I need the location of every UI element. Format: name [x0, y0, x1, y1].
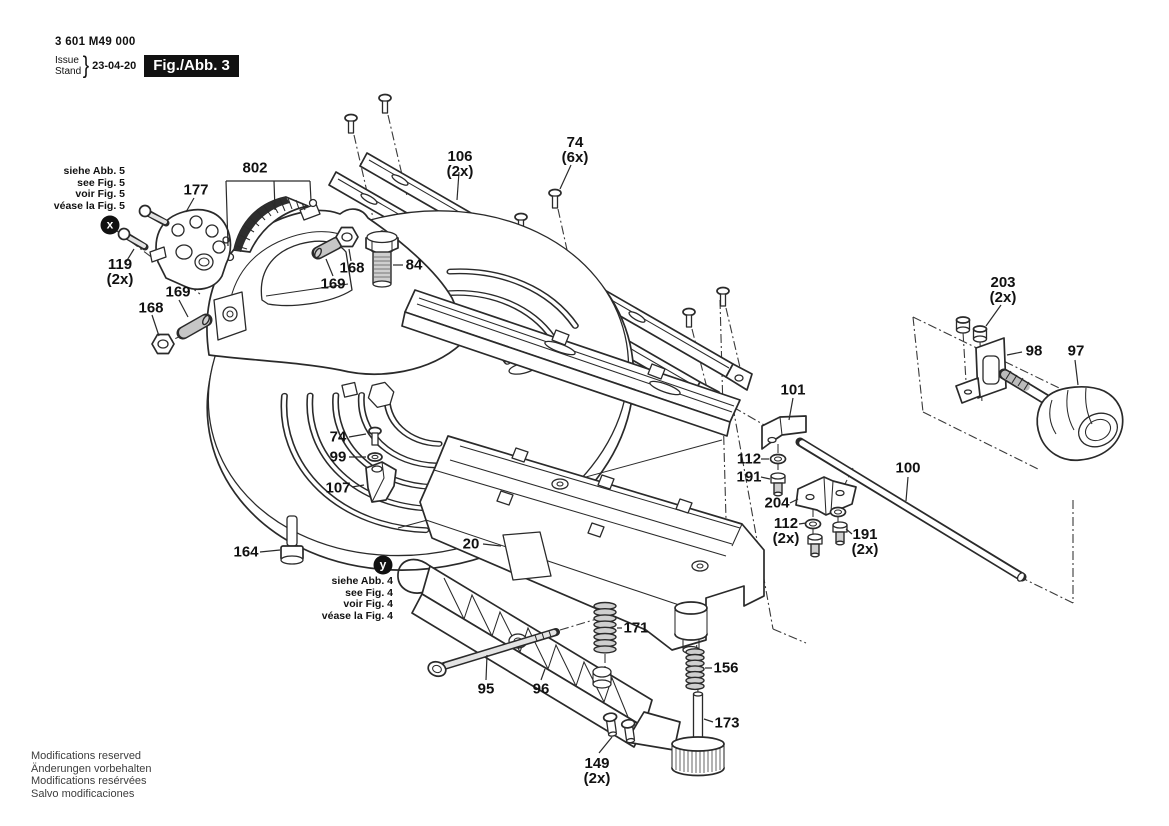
part-label: 191 (2x): [851, 526, 879, 558]
part-label: 164: [233, 543, 259, 561]
part-label: 119 (2x): [106, 256, 134, 288]
bolt-84: [365, 230, 399, 288]
cross-reference-marker-x: x: [100, 215, 120, 235]
footer-line: Änderungen vorbehalten: [31, 762, 152, 775]
screw-74-mid: [368, 426, 382, 446]
part-label: 84: [405, 256, 423, 274]
part-label: 112: [736, 450, 762, 468]
part-label: 106 (2x): [446, 148, 474, 180]
washer-112: [769, 453, 787, 465]
part-label: 177: [183, 181, 209, 199]
washers-112-2x: [804, 506, 847, 530]
footer-line: Modifications reserved: [31, 750, 142, 762]
label-plate-20: [502, 531, 552, 581]
brace-glyph: }: [82, 52, 90, 79]
angle-scale-802: [225, 196, 318, 262]
part-label: 20: [462, 535, 480, 553]
part-label: 204: [764, 494, 790, 512]
turntable-housing: [206, 203, 463, 375]
set-screws-203: [955, 316, 988, 343]
part-number: 3 601 M49 000: [55, 36, 136, 48]
segment-plate-177: [149, 208, 232, 291]
spring-156: [685, 648, 705, 691]
cross-reference-text: siehe Abb. 5 see Fig. 5 voir Fig. 5 véas…: [53, 165, 125, 212]
leader-lines: [125, 164, 1079, 754]
screws-119: [117, 204, 170, 251]
bracket-101: [761, 415, 807, 450]
figure-badge: Fig./Abb. 3: [144, 55, 239, 77]
screw-191: [770, 472, 786, 497]
part-label: 173: [714, 714, 740, 732]
bracket-98: [955, 337, 1007, 404]
plate-204: [795, 476, 857, 516]
bolt-95: [427, 628, 560, 678]
part-label: 149 (2x): [583, 755, 611, 787]
pin-169-mid: [311, 236, 344, 260]
spring-171: [593, 601, 617, 654]
issue-label: Issue: [55, 55, 79, 66]
pointer-107: [365, 461, 397, 503]
washer-99: [367, 452, 383, 462]
part-label: 97: [1067, 342, 1085, 360]
part-label: 191: [736, 468, 762, 486]
part-label: 156: [713, 659, 739, 677]
part-label: 74: [329, 428, 347, 446]
knob-screw-173: [671, 691, 725, 777]
nut-168-left: [151, 333, 175, 355]
cross-reference-text: siehe Abb. 4 see Fig. 4 voir Fig. 4 véas…: [321, 575, 393, 622]
modifications-note: Modifications reserved Änderungen vorbeh…: [31, 750, 151, 800]
pin-169-left: [176, 313, 213, 340]
bolt-164: [280, 515, 304, 565]
part-label: 99: [329, 448, 347, 466]
part-label: 74 (6x): [561, 134, 589, 166]
title-block: 3 601 M49 000 Issue Stand } 23-04-20 Fig…: [55, 36, 239, 80]
support-arm-96: [397, 558, 681, 751]
issue-date: 23-04-20: [92, 60, 137, 72]
footer-line: Modifications resérvées: [31, 775, 147, 787]
knob-97: [998, 368, 1124, 462]
part-label: 101: [780, 381, 806, 399]
screws-149: [602, 712, 636, 744]
part-label: 168: [339, 259, 365, 277]
cross-reference-marker-y: y: [373, 555, 393, 575]
part-label: 169: [320, 275, 346, 293]
stand-label: Stand: [55, 66, 82, 77]
fence-bar: [401, 289, 741, 437]
part-label: 171: [623, 619, 649, 637]
part-label: 203 (2x): [989, 274, 1017, 306]
part-label: 100: [895, 459, 921, 477]
issue-stand-labels: Issue Stand: [55, 55, 81, 77]
rod-100: [795, 437, 1027, 582]
part-label: 107: [325, 479, 351, 497]
part-label: 98: [1025, 342, 1043, 360]
nut-168-mid: [335, 226, 359, 248]
part-label: 168: [138, 299, 164, 317]
part-label: 169: [165, 283, 191, 301]
part-label: 802: [242, 159, 268, 177]
screws-191-2x: [807, 521, 848, 558]
part-label: 95: [477, 680, 495, 698]
part-label: 96: [532, 680, 550, 698]
footer-line: Salvo modificaciones: [31, 787, 135, 800]
base-housing: [419, 435, 765, 655]
part-label: 112 (2x): [772, 515, 800, 547]
